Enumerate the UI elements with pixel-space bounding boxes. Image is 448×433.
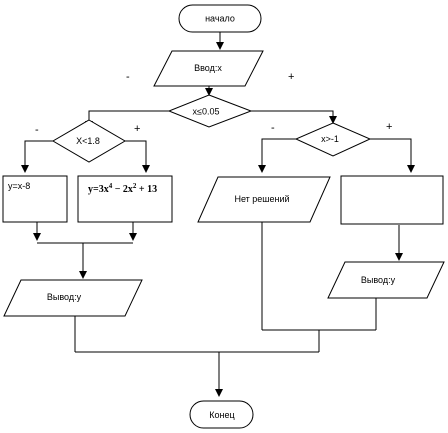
connectors — [21, 32, 415, 397]
connector-right-plus — [370, 138, 415, 173]
end-terminal: Конец — [189, 400, 254, 429]
left-condition-label: X<1.8 — [76, 136, 100, 146]
output-left-label: Вывод:y — [47, 292, 82, 302]
left-condition: X<1.8 — [52, 119, 126, 163]
right-minus-sign: - — [271, 122, 275, 134]
right-condition: x>-1 — [294, 122, 372, 157]
input-block: Ввод:x — [153, 50, 264, 87]
main-minus-sign: - — [126, 71, 130, 83]
connector-main-minus — [85, 110, 169, 129]
output-no-solution: Нет решений — [197, 176, 331, 223]
main-plus-sign: + — [288, 71, 294, 83]
output-right: Вывод:y — [327, 261, 445, 299]
start-label: начало — [205, 14, 235, 24]
process-left-plus: y=3x4 − 2x2 + 13 — [77, 175, 173, 223]
connector-main-plus — [251, 110, 337, 124]
left-plus-sign: + — [134, 123, 140, 135]
main-condition: x≤0.05 — [167, 94, 253, 128]
main-condition-label: x≤0.05 — [193, 107, 220, 117]
connector-right-minus — [258, 138, 296, 173]
process-left-plus-formula: y=3x4 − 2x2 + 13 — [88, 182, 157, 195]
input-label: Ввод:x — [194, 63, 222, 73]
process-left-minus: y=x-8 — [2, 175, 68, 223]
no-solution-label: Нет решений — [234, 194, 289, 204]
connector-left-plus — [125, 140, 150, 173]
process-left-minus-label: y=x-8 — [8, 181, 30, 191]
right-condition-label: x>-1 — [321, 134, 339, 144]
connector-left-minus — [21, 140, 53, 173]
branch-signs: - + - + - + — [35, 71, 392, 136]
end-label: Конец — [209, 410, 234, 420]
output-left: Вывод:y — [3, 279, 143, 317]
process-right-plus — [340, 175, 444, 225]
right-plus-sign: + — [386, 121, 392, 133]
output-right-label: Вывод:y — [361, 275, 396, 285]
start-terminal: начало — [178, 4, 262, 33]
left-minus-sign: - — [35, 124, 39, 136]
